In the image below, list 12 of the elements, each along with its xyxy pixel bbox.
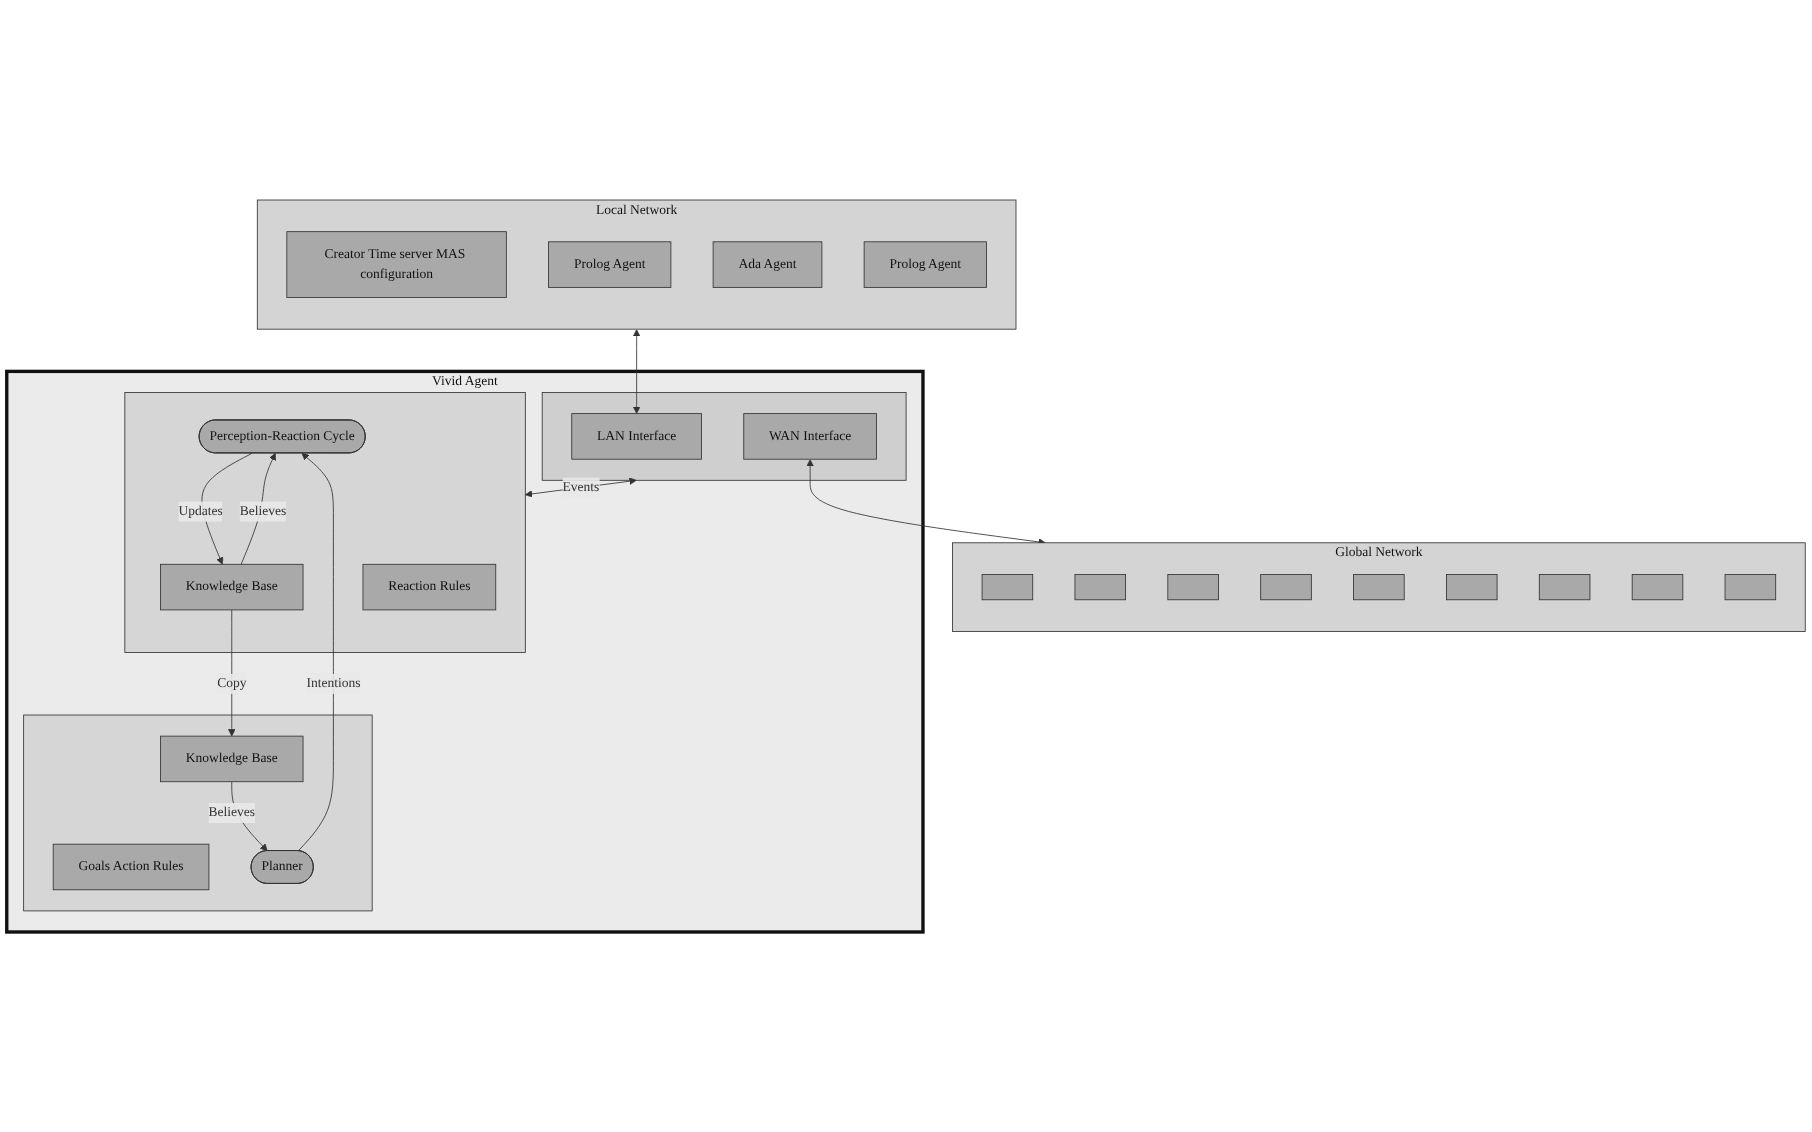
cluster [541, 392, 907, 481]
cluster [124, 392, 526, 653]
node-box [1631, 574, 1684, 601]
node-box [1167, 574, 1219, 601]
cluster [23, 714, 373, 912]
node-box [1538, 574, 1591, 601]
node-box [1724, 574, 1777, 601]
node-box [1074, 574, 1126, 601]
node-box [1260, 574, 1312, 601]
node-box [981, 574, 1034, 601]
node-box [1353, 574, 1405, 601]
node-box [1446, 574, 1498, 601]
